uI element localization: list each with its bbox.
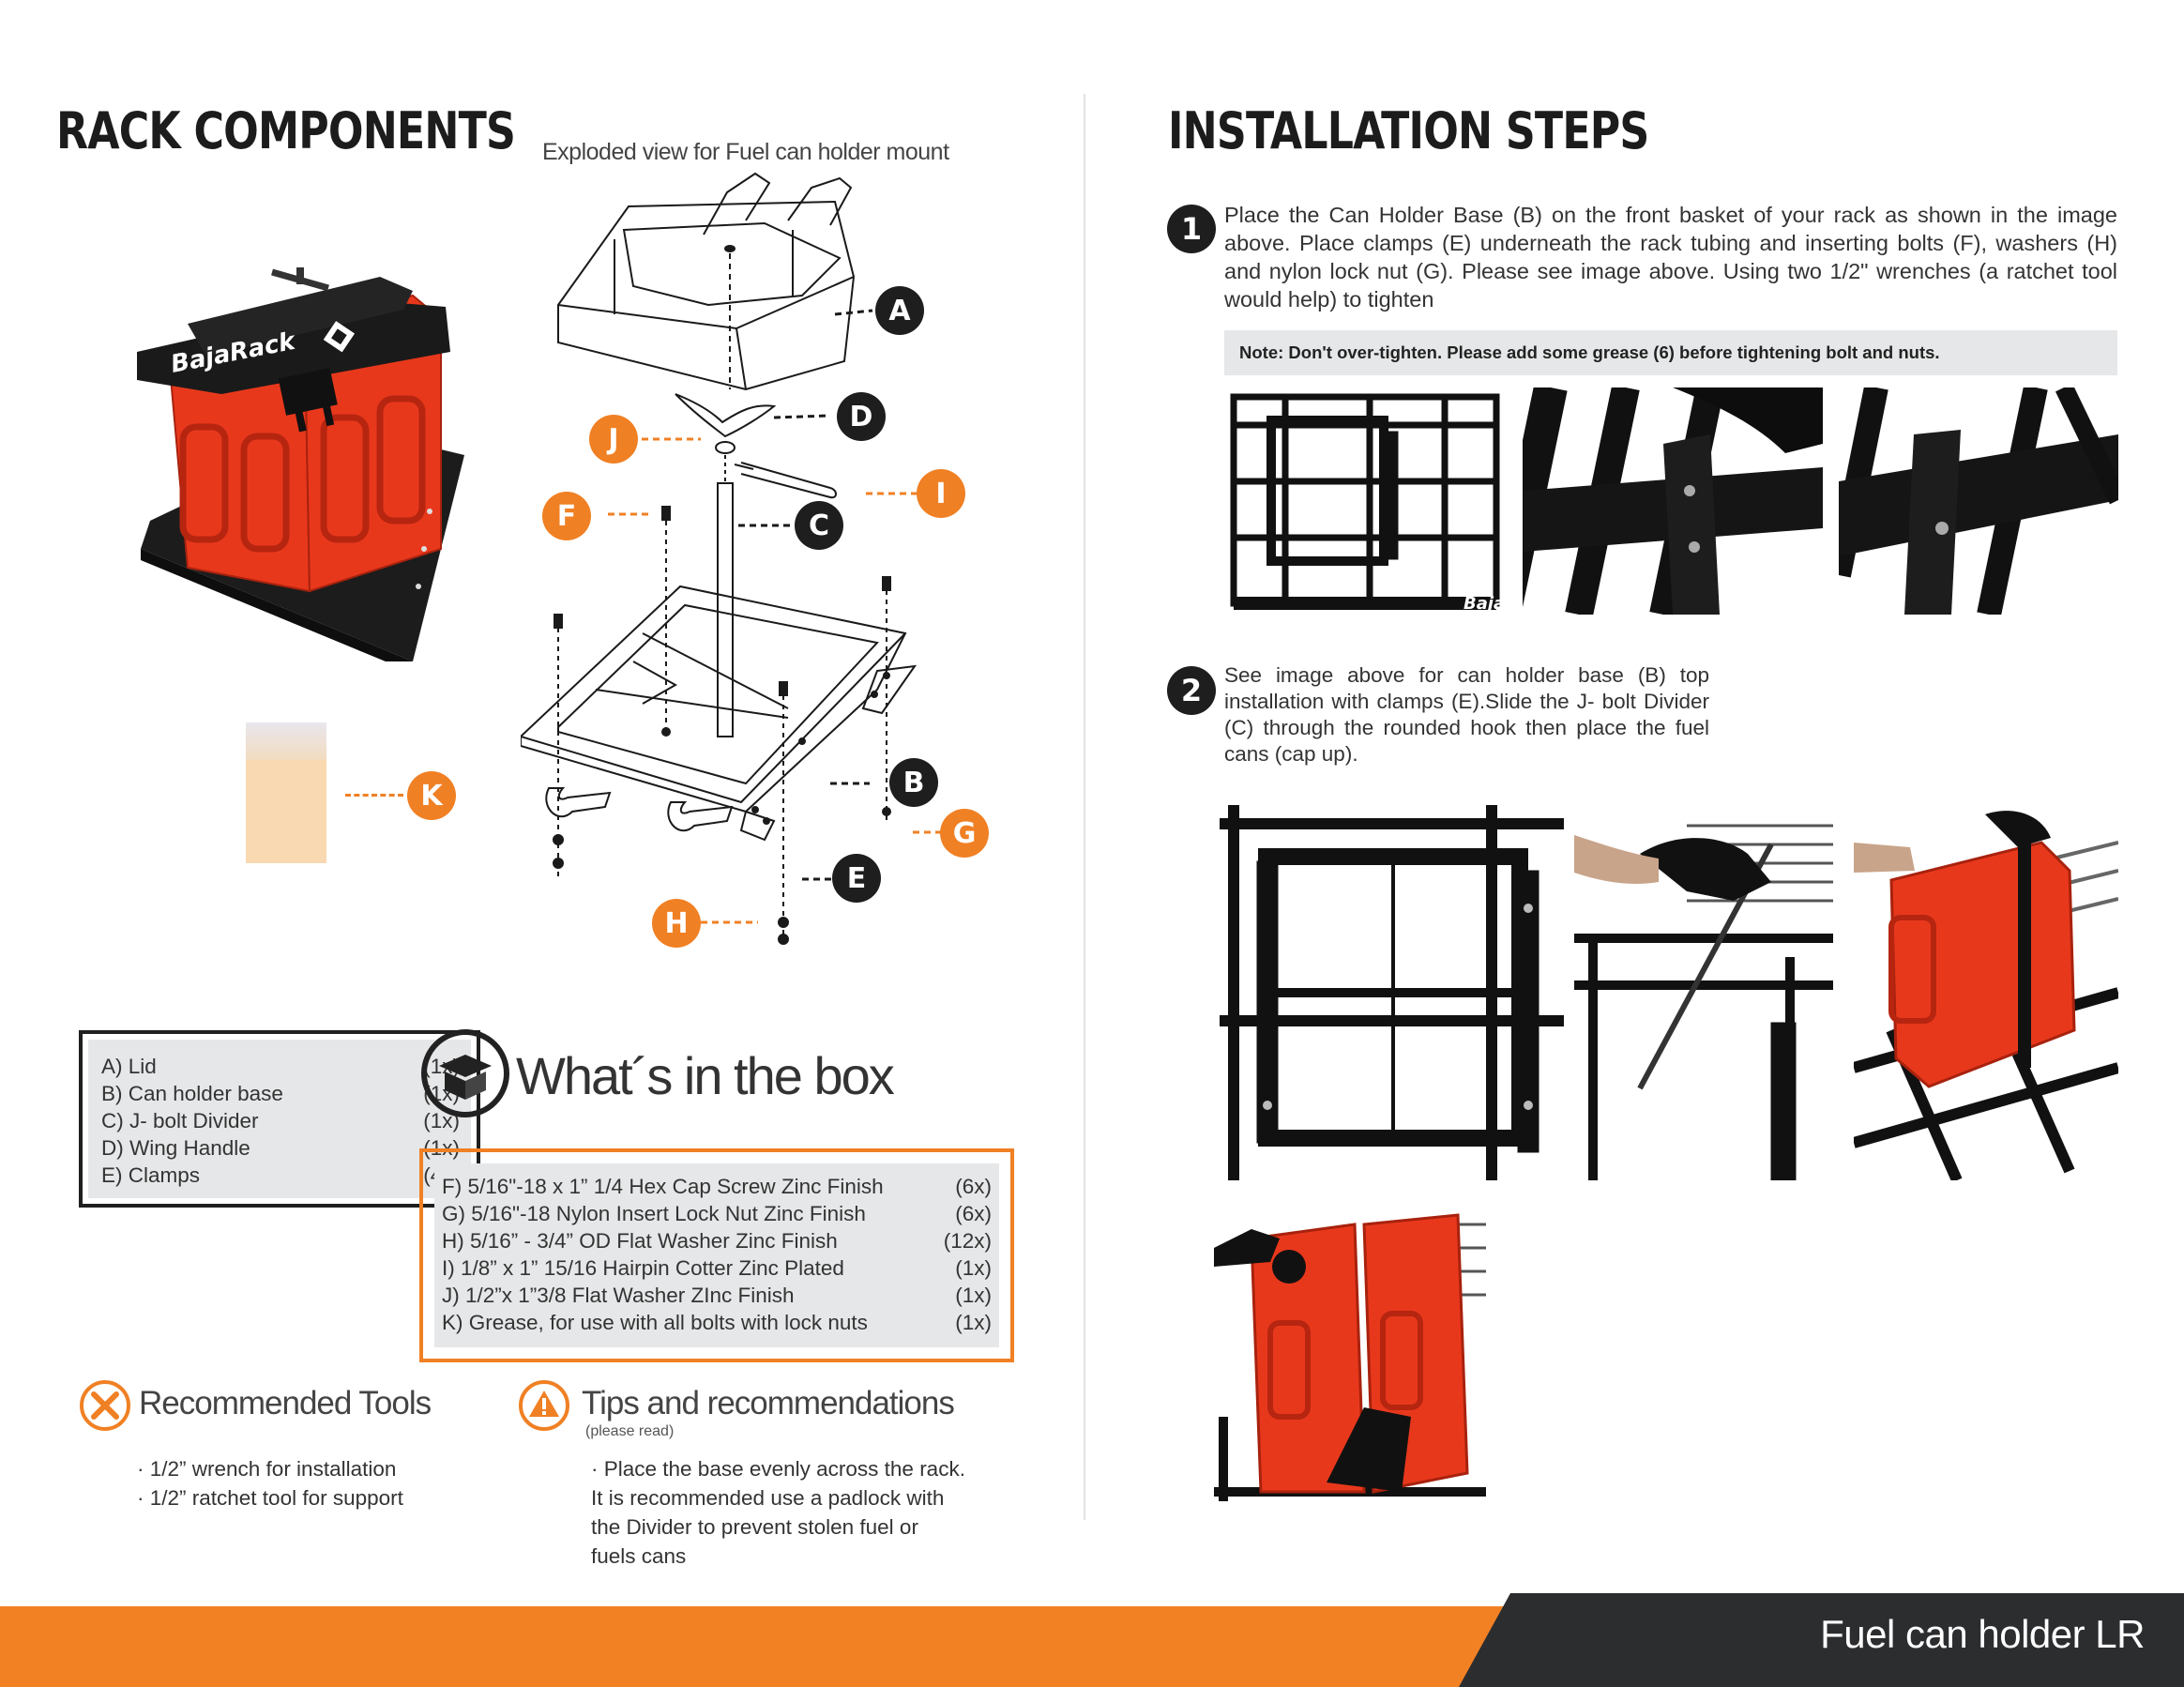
hardware-item: F) 5/16"-18 x 1” 1/4 Hex Cap Screw Zinc … bbox=[442, 1175, 992, 1198]
clamp-part-e bbox=[545, 787, 734, 832]
photo-brand-mark: Baja bbox=[1464, 594, 1503, 614]
hardware-list: F) 5/16"-18 x 1” 1/4 Hex Cap Screw Zinc … bbox=[419, 1148, 1014, 1362]
wing-handle-part-d bbox=[675, 393, 777, 438]
callout-e: E bbox=[832, 854, 881, 903]
whats-in-the-box-title: What´s in the box bbox=[516, 1046, 895, 1105]
callout-b: B bbox=[889, 758, 938, 807]
step-1-photo-3 bbox=[1839, 388, 2118, 615]
parts-item: E) Clamps(4x) bbox=[101, 1163, 460, 1187]
step-1-text: Place the Can Holder Base (B) on the fro… bbox=[1224, 203, 2117, 312]
callout-c: C bbox=[795, 501, 843, 550]
callout-f: F bbox=[542, 492, 591, 540]
tools-item: · 1/2” wrench for installation bbox=[137, 1457, 397, 1481]
warning-icon bbox=[518, 1379, 570, 1432]
hardware-item: H) 5/16” - 3/4” OD Flat Washer Zinc Fini… bbox=[442, 1229, 992, 1253]
step-2-text: See image above for can holder base (B) … bbox=[1224, 663, 1709, 766]
callout-g: G bbox=[940, 809, 989, 858]
hardware-item: I) 1/8” x 1” 15/16 Hairpin Cotter Zinc P… bbox=[442, 1256, 992, 1280]
rack-components-title: RACK COMPONENTS bbox=[56, 101, 516, 160]
parts-item: D) Wing Handle(1x) bbox=[101, 1136, 460, 1160]
tips-title: Tips and recommendations bbox=[582, 1385, 955, 1421]
tips-text: · Place the base evenly across the rack.… bbox=[591, 1457, 965, 1568]
step-2-number: 2 bbox=[1167, 666, 1216, 715]
nuts-washers-parts-gh bbox=[553, 727, 891, 945]
step-1-photo-1: Baja bbox=[1229, 388, 1503, 615]
lid-part-a bbox=[557, 172, 856, 391]
callout-j: J bbox=[589, 415, 638, 464]
callout-h: H bbox=[652, 899, 701, 948]
footer-title: Fuel can holder LR bbox=[1820, 1612, 2145, 1656]
step-1-number: 1 bbox=[1167, 205, 1216, 253]
grease-packet bbox=[246, 722, 326, 863]
parts-item: A) Lid(1x) bbox=[101, 1055, 460, 1078]
callout-k-leader bbox=[345, 794, 403, 797]
hardware-item: G) 5/16"-18 Nylon Insert Lock Nut Zinc F… bbox=[442, 1202, 992, 1225]
tips-subtitle: (please read) bbox=[585, 1423, 675, 1439]
cotter-pin-part-i bbox=[734, 462, 837, 499]
parts-item: C) J- bolt Divider(1x) bbox=[101, 1109, 460, 1132]
callout-k: K bbox=[407, 771, 456, 820]
step-2-photo-4 bbox=[1214, 1210, 1486, 1501]
parts-item: B) Can holder base(1x) bbox=[101, 1082, 460, 1105]
tools-icon bbox=[79, 1379, 131, 1432]
hardware-item: J) 1/2”x 1”3/8 Flat Washer ZInc Finish(1… bbox=[442, 1284, 992, 1307]
step-1-photo-2 bbox=[1523, 388, 1823, 615]
callout-d: D bbox=[837, 392, 886, 441]
footer-dark-band bbox=[1459, 1593, 2184, 1687]
tools-list: · 1/2” wrench for installation · 1/2” ra… bbox=[137, 1454, 403, 1512]
exploded-diagram bbox=[520, 164, 1009, 962]
box-icon bbox=[420, 1028, 510, 1118]
product-photo: BajaRack bbox=[131, 267, 469, 673]
callout-i: I bbox=[917, 469, 965, 518]
step-2-photo-2 bbox=[1574, 816, 1833, 1180]
step-2-photo-1 bbox=[1220, 805, 1564, 1180]
recommended-tools-title: Recommended Tools bbox=[139, 1385, 432, 1421]
step-2-photo-3 bbox=[1854, 805, 2118, 1180]
exploded-view-caption: Exploded view for Fuel can holder mount bbox=[542, 139, 949, 165]
callout-a: A bbox=[875, 286, 924, 335]
footer-orange-band bbox=[0, 1606, 1520, 1687]
brand-logo-icon bbox=[323, 321, 356, 353]
tools-item: · 1/2” ratchet tool for support bbox=[137, 1486, 403, 1510]
page-divider bbox=[1084, 94, 1085, 1520]
installation-steps-title: INSTALLATION STEPS bbox=[1168, 101, 1649, 160]
note-banner: Note: Don't over-tighten. Please add som… bbox=[1224, 330, 2117, 375]
bolts-part-f bbox=[554, 506, 891, 943]
hardware-item: K) Grease, for use with all bolts with l… bbox=[442, 1311, 992, 1334]
